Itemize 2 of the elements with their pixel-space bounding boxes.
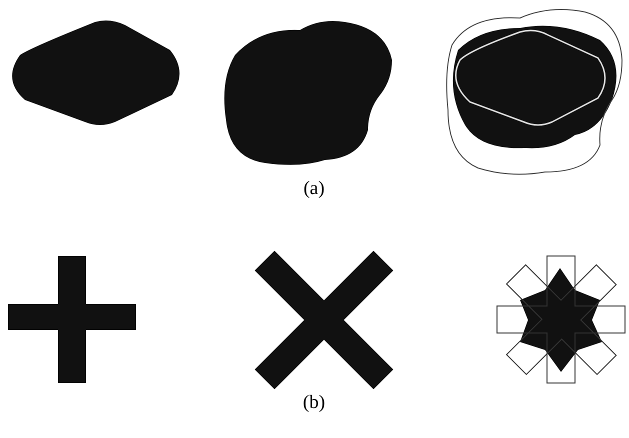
subfigure-label: (b) [302, 392, 326, 414]
subfigure-label: (a) [303, 178, 325, 200]
